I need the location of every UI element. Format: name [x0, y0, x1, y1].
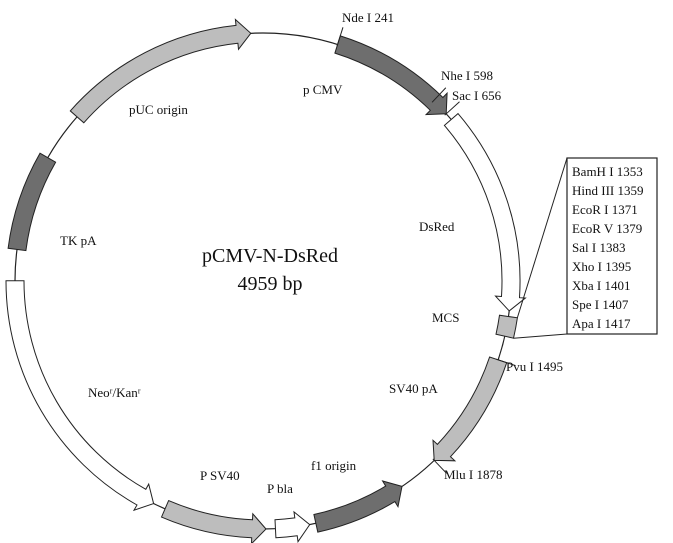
mcs-site: Apa I 1417	[572, 316, 631, 331]
mcs-site: EcoR I 1371	[572, 202, 638, 217]
mcs-site-box	[566, 157, 658, 335]
mcs-site: Sal I 1383	[572, 240, 625, 255]
psv40-arrow	[160, 499, 267, 543]
feature-label-sv40pa: SV40 pA	[389, 381, 438, 396]
site-tick-nde	[336, 27, 344, 47]
puc-origin-arrow	[69, 18, 252, 124]
plasmid-name: pCMV-N-DsRed	[202, 245, 338, 267]
feature-label-pbla: P bla	[267, 481, 293, 496]
feature-label-dsred: DsRed	[419, 219, 455, 234]
mcs-callout-line-top	[516, 157, 568, 318]
plasmid-size: 4959 bp	[238, 273, 303, 295]
site-label-nhe: Nhe I 598	[441, 68, 493, 83]
feature-label-f1: f1 origin	[311, 458, 357, 473]
site-label-pvu: Pvu I 1495	[506, 359, 563, 374]
mcs-site-list: BamH I 1353 Hind III 1359 EcoR I 1371 Ec…	[572, 164, 644, 331]
mcs-site: Spe I 1407	[572, 297, 629, 312]
f1-origin-arrow	[313, 480, 403, 533]
mcs-site: Xho I 1395	[572, 259, 631, 274]
site-tick-sac	[444, 101, 460, 116]
feature-label-neo: Neoʳ/Kanʳ	[88, 385, 141, 400]
mcs-callout-line-bottom	[513, 333, 568, 339]
site-label-mlu: Mlu I 1878	[444, 467, 503, 482]
mcs-box	[495, 314, 518, 339]
pcmv-arrow	[334, 35, 448, 116]
tkpa-box	[7, 152, 57, 252]
sv40pa-arrow	[432, 356, 508, 462]
neo-kan-arrow	[5, 280, 155, 512]
feature-label-tkpa: TK pA	[60, 233, 97, 248]
feature-label-puc: pUC origin	[129, 102, 188, 117]
feature-label-psv40: P SV40	[200, 468, 240, 483]
dsred-arrow	[443, 112, 527, 312]
site-label-sac: Sac I 656	[452, 88, 502, 103]
feature-label-mcs: MCS	[432, 310, 459, 325]
mcs-site: BamH I 1353	[572, 164, 643, 179]
site-tick-nhe	[431, 87, 447, 103]
mcs-site: EcoR V 1379	[572, 221, 642, 236]
mcs-site: Xba I 1401	[572, 278, 631, 293]
site-label-nde: Nde I 241	[342, 10, 394, 25]
mcs-site: Hind III 1359	[572, 183, 644, 198]
feature-label-pcmv: p CMV	[303, 82, 343, 97]
pbla-arrow	[274, 510, 311, 543]
site-tick-mlu	[432, 458, 448, 474]
site-tick-pvu	[496, 358, 516, 367]
